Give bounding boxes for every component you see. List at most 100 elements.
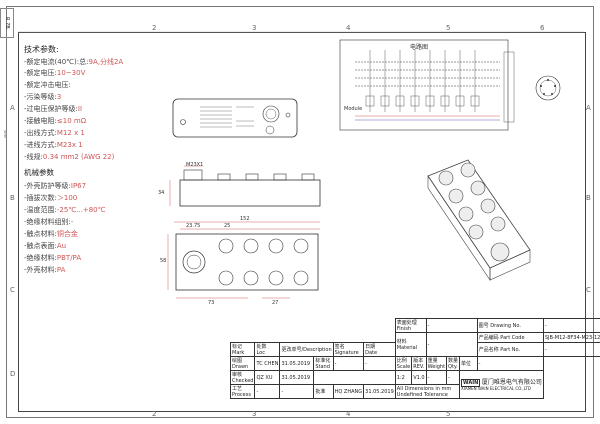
checked-name: QZ XU — [254, 370, 281, 385]
zone-top-4: 4 — [346, 24, 351, 32]
zone-top-6: 6 — [540, 24, 545, 32]
zone-right-c: C — [586, 286, 591, 294]
part-no-cell: 产品名称 Part No. — [476, 342, 544, 357]
dim-top: 23.75 — [186, 223, 201, 229]
dim-27: 27 — [272, 300, 279, 306]
approved-date: 31.05.2019 — [363, 384, 396, 399]
wiring-label: Module — [344, 106, 363, 112]
scale-value: 1:2 — [394, 370, 413, 385]
dim-side: 58 — [160, 258, 167, 264]
specs-title: 技术参数: — [24, 45, 59, 54]
mech-line: -温度范围:-25℃...+80℃ — [24, 206, 106, 214]
drawing-no-cell: 图号 Drawing No. — [476, 318, 544, 333]
std-date: - — [363, 356, 396, 371]
rev-value: V1.0 — [411, 370, 427, 385]
company-cell: WAIN 厦门唯恩电气有限公司 XIAMEN WAIN ELECTRICAL C… — [459, 370, 544, 399]
top-view — [167, 221, 320, 299]
part-code-cell: 产品编码 Part Code — [476, 332, 544, 343]
inner-frame — [18, 32, 586, 412]
unit-value: - — [476, 356, 544, 371]
drawn-name: TC CHEN — [254, 356, 281, 371]
spec-line: -额定电流(40℃):总:9A,分线2A — [24, 58, 124, 66]
zone-bottom-5: 5 — [446, 410, 451, 418]
spec-line: -额定电压:10~30V — [24, 69, 86, 77]
dim-m23: M23X1 — [186, 162, 204, 168]
label-view — [172, 98, 298, 138]
spec-line: -污染等级:3 — [24, 93, 62, 101]
mech-title: 机械参数 — [24, 168, 54, 177]
drawn-date: 31.05.2019 — [279, 356, 315, 371]
zone-left-b: B — [10, 194, 15, 202]
zone-bottom-3: 3 — [252, 410, 257, 418]
mech-line: -触点材料:铜合金 — [24, 230, 78, 238]
mech-line: -插拔次数:＞100 — [24, 194, 78, 202]
process-value: - — [254, 384, 281, 399]
mech-line: -绝缘材料组别:- — [24, 218, 74, 226]
finish-value: - — [425, 318, 478, 333]
zone-left-a: A — [10, 104, 15, 112]
company-name-cn: 厦门唯恩电气有限公司 — [481, 379, 542, 386]
part-no-value: - — [542, 342, 600, 357]
wiring-diagram — [339, 39, 561, 131]
qty-value: - — [446, 370, 461, 385]
side-view — [169, 165, 321, 207]
dim-height: 34 — [158, 190, 165, 196]
approved-cell: 批准 — [313, 384, 334, 399]
weight-value: - — [425, 370, 448, 385]
part-code-value: SJB-M12-8F34-M23-12P — [542, 332, 600, 343]
zone-bottom-4: 4 — [346, 410, 351, 418]
isometric-view — [427, 159, 531, 281]
mech-line: -触点表面:Au — [24, 242, 67, 250]
zone-right-a: A — [586, 104, 591, 112]
spec-line: -线规:0.34 mm2 (AWG 22) — [24, 153, 115, 161]
mech-line: -外壳材料:PA — [24, 266, 66, 274]
process-date: - — [279, 384, 315, 399]
zone-top-3: 3 — [252, 24, 257, 32]
spec-line: -额定冲击电压: — [24, 81, 71, 89]
checked-date: 31.05.2019 — [279, 370, 315, 385]
mech-line: -外壳防护等级:IP67 — [24, 182, 87, 190]
spec-line: -进线方式:M23x 1 — [24, 141, 83, 149]
zone-top-5: 5 — [446, 24, 451, 32]
std-value: - — [332, 356, 365, 371]
spec-line: -过电压保护等级:II — [24, 105, 83, 113]
company-logo: WAIN — [461, 379, 481, 387]
drawing-no-value: - — [542, 318, 600, 333]
corner-tag: R 7B — [0, 8, 14, 38]
dim-73: 73 — [208, 300, 215, 306]
zone-right-b: B — [586, 194, 591, 202]
approved-name: HQ ZHANG — [332, 384, 365, 399]
zone-bottom-2: 2 — [152, 410, 157, 418]
spec-line: -出线方式:M12 x 1 — [24, 129, 85, 137]
wiring-title: 电路图 — [410, 44, 429, 51]
outer-frame — [6, 6, 594, 418]
company-name-en: XIAMEN WAIN ELECTRICAL CO.,LTD — [461, 386, 531, 391]
dim-152: 152 — [240, 216, 250, 222]
dim-mid: 25 — [224, 223, 231, 229]
desc-cell: 更改单号/Description — [279, 342, 334, 357]
mech-line: -绝缘材料:PBT/PA — [24, 254, 82, 262]
zone-left-d: D — [10, 370, 16, 378]
unit-cell: 单位 — [459, 356, 478, 371]
side-tag: ww — [2, 130, 8, 139]
zone-left-c: C — [10, 286, 15, 294]
material-value: - — [425, 332, 478, 357]
